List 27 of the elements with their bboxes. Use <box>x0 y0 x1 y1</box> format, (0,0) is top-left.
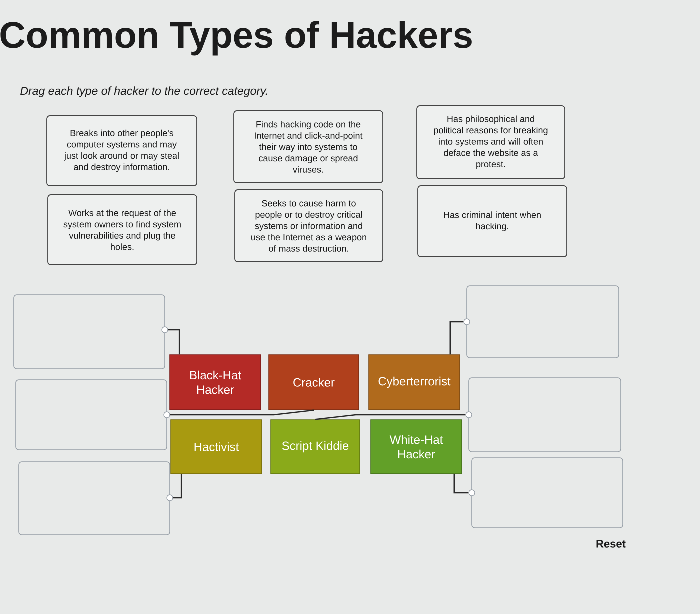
description-card: Works at the request of the system owners to find system vulnerabilities and plug the holes. <box>48 194 198 266</box>
title: Common Types of Hackers <box>0 21 472 56</box>
description-card: Breaks into other people's computer systems and may just look around or may steal and destroy information. <box>46 116 198 186</box>
category-box: Script Kiddie <box>270 420 360 474</box>
connector-line <box>173 474 182 499</box>
connector-line <box>454 474 469 494</box>
answer-box <box>472 458 624 528</box>
reset-label: Reset <box>596 540 626 548</box>
connector-line <box>170 410 314 416</box>
answer-box <box>466 286 620 358</box>
connector-line <box>450 321 464 355</box>
description-card: Finds hacking code on the Internet and click-and-point their way into systems to cause damage or spread viruses. <box>234 110 384 184</box>
answer-box <box>468 378 622 452</box>
connector-line <box>315 414 466 420</box>
instruction-text: Drag each type of hacker to the correct category. <box>20 86 268 98</box>
category-box: Black-Hat Hacker <box>170 354 262 410</box>
connector-line <box>168 329 180 355</box>
category-box: White-Hat Hacker <box>370 420 462 474</box>
description-card: Seeks to cause harm to people or to destroy critical systems or information and use the Internet as a weapon of mass destruction. <box>234 190 384 262</box>
description-card: Has criminal intent when hacking. <box>418 186 568 258</box>
category-box: Hactivist <box>170 420 262 474</box>
answer-box <box>18 462 170 536</box>
answer-box <box>14 294 166 370</box>
category-box: Cracker <box>268 354 360 410</box>
description-card: Has philosophical and political reasons for breaking into systems and will often deface the website as a protest. <box>416 106 566 180</box>
answer-box <box>16 380 168 450</box>
category-box: Cyberterrorist <box>368 354 460 410</box>
